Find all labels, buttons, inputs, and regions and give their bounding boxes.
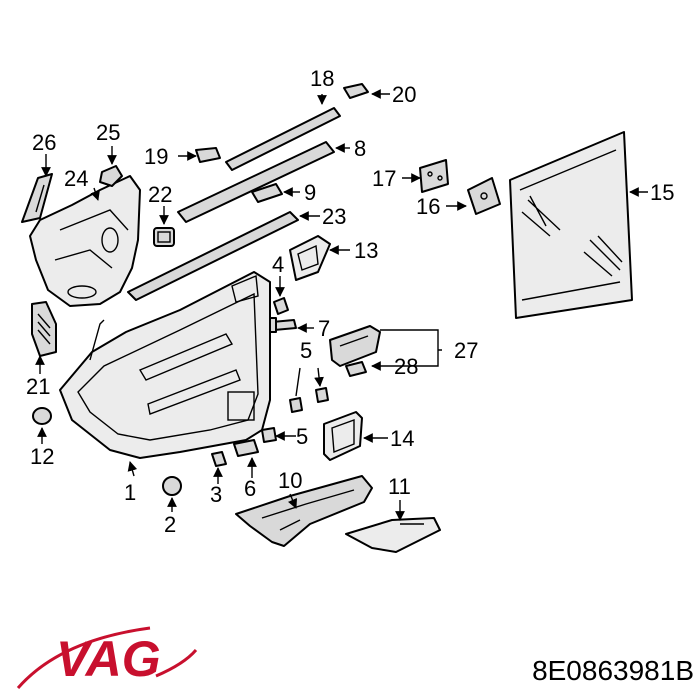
callout-11: 11 [388,474,411,499]
part-16-bracket [467,177,501,215]
part-22-housing [153,227,175,247]
part-26-corner-trim [21,173,53,223]
callout-2: 2 [164,512,176,537]
callout-5-upper: 5 [300,338,312,363]
part-20-clip [343,83,369,99]
callout-5-lower: 5 [296,424,308,449]
part-8-strip [177,141,335,223]
part-6-bolt [233,439,259,457]
part-15-sunshade [509,131,633,319]
callout-23: 23 [322,204,346,229]
vag-logo: VAG [16,626,198,689]
callout-21: 21 [26,374,50,399]
callout-13: 13 [354,238,378,263]
callout-25: 25 [96,120,120,145]
part-2-plug [162,476,182,496]
callout-9: 9 [304,180,316,205]
part-19-clip [195,147,221,163]
callout-7: 7 [318,316,330,341]
vag-logo-text: VAG [56,631,161,687]
callout-28: 28 [394,354,418,379]
part-5-clip-lower [261,427,277,443]
callout-12: 12 [30,444,54,469]
part-14-switch-panel [323,411,363,461]
callout-4: 4 [272,252,284,277]
part-3-pin [211,451,227,467]
part-24-inner-panel [29,175,141,307]
part-13-handle-bezel [289,235,331,281]
callout-1: 1 [124,480,136,505]
part-21-speaker-grille [31,301,57,357]
callout-15: 15 [650,180,674,205]
callout-16: 16 [416,194,440,219]
part-11-bracket [345,517,441,553]
callout-3: 3 [210,482,222,507]
part-23-strip [127,211,299,301]
part-12-plug [32,407,52,425]
callout-19: 19 [144,144,168,169]
callout-10: 10 [278,468,302,493]
callout-24: 24 [64,166,88,191]
callout-6: 6 [244,476,256,501]
part-28-cap [345,361,367,377]
part-27-handle-assembly [329,325,381,367]
part-5-clips-upper [289,387,329,413]
part-17-plate [419,159,449,193]
leader-lines [35,89,648,521]
callout-22: 22 [148,182,172,207]
callout-14: 14 [390,426,414,451]
callout-8: 8 [354,136,366,161]
part-25-clip [99,165,123,187]
part-10-armrest [235,475,373,547]
callout-17: 17 [372,166,396,191]
callout-20: 20 [392,82,416,107]
part-9-clip [251,183,283,203]
callout-26: 26 [32,130,56,155]
part-number: 8E0863981B [532,655,694,686]
part-18-strip [225,107,341,171]
part-4-clip [273,297,289,315]
part-1-door-trim-panel [59,271,271,459]
callout-27: 27 [454,338,478,363]
part-7-screw [267,317,297,333]
callout-18: 18 [310,66,334,91]
